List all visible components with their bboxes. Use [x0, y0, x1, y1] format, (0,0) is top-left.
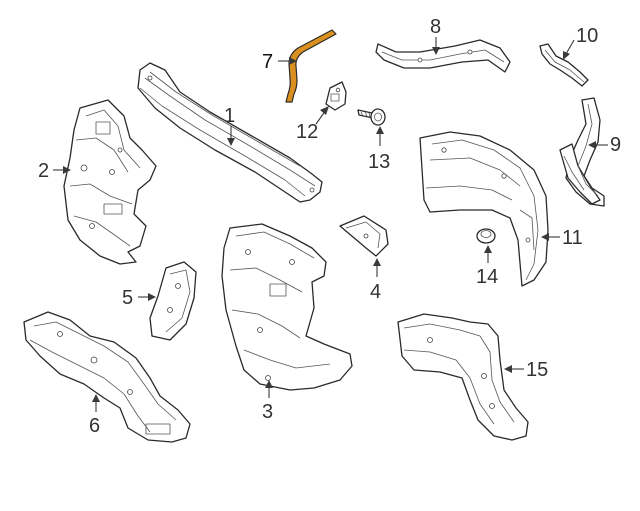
part-12-bracket[interactable]	[325, 81, 347, 111]
part-3-apron[interactable]	[221, 223, 353, 391]
callout-1-label: 1	[224, 105, 235, 127]
callout-8-label: 8	[430, 16, 441, 38]
part-8-upper-rail[interactable]	[375, 39, 511, 73]
callout-1: 1	[224, 105, 235, 146]
callout-7-label: 7	[262, 51, 273, 73]
callout-15: 15	[504, 359, 548, 381]
callout-10: 10	[563, 25, 598, 60]
callout-8: 8	[430, 16, 441, 55]
callout-11-label: 11	[562, 227, 583, 249]
part-4-gusset[interactable]	[339, 215, 389, 257]
part-9-curved-reinforcement[interactable]	[559, 97, 605, 207]
callout-7: 7	[262, 51, 297, 73]
part-11-wheelhouse-panel[interactable]	[419, 131, 549, 287]
callout-14-label: 14	[476, 266, 498, 288]
part-5-plate[interactable]	[149, 261, 197, 341]
callout-12: 12	[296, 106, 329, 143]
part-10-strip[interactable]	[539, 43, 589, 87]
callout-2: 2	[38, 160, 71, 182]
part-13-bolt[interactable]	[357, 108, 386, 126]
callout-13-label: 13	[368, 151, 390, 173]
callout-6: 6	[89, 394, 100, 437]
callout-9-label: 9	[610, 134, 621, 156]
callout-9: 9	[588, 134, 621, 156]
part-14-grommet[interactable]	[476, 228, 496, 244]
callout-4: 4	[370, 258, 381, 303]
callout-11: 11	[541, 227, 583, 249]
part-6-frame-rail[interactable]	[23, 311, 191, 443]
callout-5: 5	[122, 287, 156, 309]
part-15-lower-rail[interactable]	[397, 313, 529, 441]
callout-3: 3	[262, 380, 273, 423]
part-7-highlighted-rod[interactable]	[285, 29, 337, 103]
part-2-side-panel[interactable]	[63, 99, 157, 265]
callout-15-label: 15	[526, 359, 548, 381]
callout-14: 14	[476, 245, 498, 288]
callout-5-label: 5	[122, 287, 133, 309]
part-1-cross-member[interactable]	[137, 62, 323, 203]
callout-10-label: 10	[576, 25, 598, 47]
callout-2-label: 2	[38, 160, 49, 182]
callout-4-label: 4	[370, 281, 381, 303]
callout-6-label: 6	[89, 415, 100, 437]
callout-13: 13	[368, 126, 390, 173]
callout-3-label: 3	[262, 401, 273, 423]
callout-12-label: 12	[296, 121, 318, 143]
